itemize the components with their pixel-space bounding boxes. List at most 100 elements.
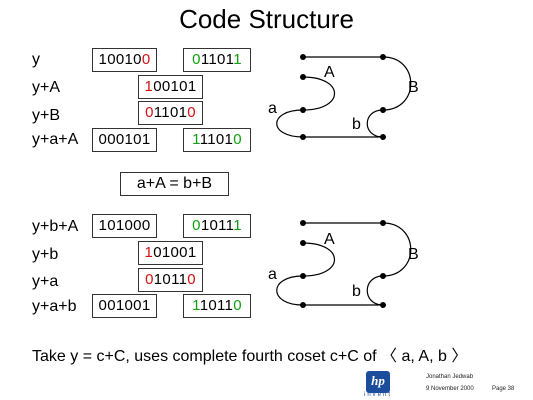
codeword-bit: 0: [233, 131, 242, 148]
footer-statement: Take y = c+C, uses complete fourth coset…: [32, 348, 468, 365]
codeword-bit: 1: [98, 51, 108, 68]
row-label-y-plus-A: y+A: [32, 79, 61, 96]
codeword-bit: 1: [224, 131, 234, 148]
codeword-bit: 0: [98, 297, 108, 314]
codeword-bit: 0: [115, 51, 125, 68]
codeword-bit: 1: [124, 131, 134, 148]
codeword-bit: 1: [144, 78, 154, 95]
codeword-bit: 0: [145, 104, 154, 121]
codeword-bit: 0: [162, 271, 172, 288]
codeword-bit: 1: [161, 104, 170, 121]
author-name: Jonathan Jedwab: [426, 374, 474, 380]
codeword-bit: 1: [141, 131, 151, 148]
codeword-box: 011011: [183, 48, 251, 72]
edge-label-A: A: [324, 64, 335, 81]
codeword-box: 010110: [138, 268, 203, 292]
codeword-bit: 1: [178, 104, 188, 121]
codeword-bit: 1: [178, 271, 188, 288]
codeword-bit: 1: [200, 51, 209, 68]
codeword-bit: 1: [200, 217, 210, 234]
codeword-bit: 1: [207, 131, 216, 148]
codeword-bit: 0: [133, 297, 142, 314]
codeword-bit: 0: [208, 297, 217, 314]
row-label-y-plus-a-plus-b: y+a+b: [32, 298, 77, 315]
codeword-bit: 0: [141, 217, 151, 234]
hp-logo: hp: [366, 371, 390, 393]
codeword-bit: 1: [218, 217, 226, 234]
edge-label-A: A: [324, 231, 335, 248]
codeword-bit: 0: [98, 131, 108, 148]
codeword-bit: 1: [153, 271, 163, 288]
codeword-bit: 1: [225, 217, 234, 234]
row-label-y-plus-a-plus-A: y+a+A: [32, 131, 79, 148]
row-label-y: y: [32, 51, 40, 68]
row-label-y-plus-b-plus-A: y+b+A: [32, 218, 79, 235]
codeword-box: 001001: [92, 294, 157, 318]
codeword-box: 111010: [183, 128, 251, 152]
codeword-bit: 0: [124, 297, 134, 314]
codeword-box: 100101: [138, 75, 203, 99]
codeword-box: 101000: [92, 214, 157, 238]
codeword-bit: 1: [233, 51, 242, 68]
codeword-bit: 0: [209, 217, 219, 234]
edge-label-a: a: [268, 100, 277, 117]
codeword-bit: 0: [153, 78, 162, 95]
row-label-y-plus-a: y+a: [32, 273, 59, 290]
row-label-y-plus-B: y+B: [32, 107, 61, 124]
codeword-bit: 0: [161, 78, 171, 95]
codeword-bit: 1: [224, 297, 234, 314]
codeword-bit: 0: [179, 78, 188, 95]
codeword-bit: 0: [192, 217, 201, 234]
codeword-bit: 0: [153, 244, 162, 261]
edge-label-b: b: [352, 283, 361, 300]
hp-logo-subtext: invent: [364, 392, 393, 398]
edge-label-B: B: [408, 79, 419, 96]
codeword-bit: 1: [115, 217, 125, 234]
codeword-bit: 0: [179, 244, 188, 261]
codeword-bit: 0: [107, 217, 116, 234]
codeword-bit: 0: [192, 51, 201, 68]
codeword-bit: 0: [133, 131, 142, 148]
codeword-bit: 0: [187, 104, 196, 121]
codeword-bit: 0: [141, 51, 151, 68]
edge-label-B: B: [408, 246, 419, 263]
codeword-bit: 0: [133, 217, 142, 234]
codeword-bit: 1: [217, 297, 225, 314]
codeword-bit: 1: [187, 244, 197, 261]
codeword-bit: 0: [115, 131, 125, 148]
presentation-date: 9 November 2000: [426, 386, 474, 392]
codeword-box: 000101: [92, 128, 157, 152]
codeword-bit: 1: [170, 78, 180, 95]
codeword-bit: 1: [124, 51, 134, 68]
codeword-bit: 1: [208, 51, 217, 68]
codeword-bit: 1: [192, 131, 200, 148]
codeword-bit: 1: [141, 297, 151, 314]
edge-label-a: a: [268, 266, 277, 283]
codeword-bit: 1: [171, 271, 179, 288]
codeword-bit: 0: [124, 217, 134, 234]
codeword-bit: 0: [107, 51, 116, 68]
codeword-bit: 0: [107, 297, 116, 314]
codeword-bit: 1: [98, 217, 108, 234]
codeword-bit: 1: [115, 297, 125, 314]
codeword-bit: 1: [225, 51, 234, 68]
codeword-bit: 0: [217, 51, 226, 68]
codeword-box: 110110: [183, 294, 251, 318]
codeword-bit: 1: [199, 131, 208, 148]
codeword-bit: 0: [169, 104, 179, 121]
row-label-y-plus-b: y+b: [32, 246, 59, 263]
codeword-bit: 0: [133, 51, 142, 68]
codeword-bit: 1: [187, 78, 197, 95]
codeword-bit: 1: [153, 104, 162, 121]
codeword-box: 101001: [138, 241, 203, 265]
codeword-bit: 1: [144, 244, 154, 261]
codeword-bit: 1: [161, 244, 171, 261]
codeword-bit: 0: [170, 244, 180, 261]
codeword-bit: 1: [199, 297, 209, 314]
page-number: Page 38: [492, 386, 515, 392]
codeword-bit: 1: [233, 217, 242, 234]
codeword-box: 100100: [92, 48, 157, 72]
codeword-box: 010111: [183, 214, 251, 238]
